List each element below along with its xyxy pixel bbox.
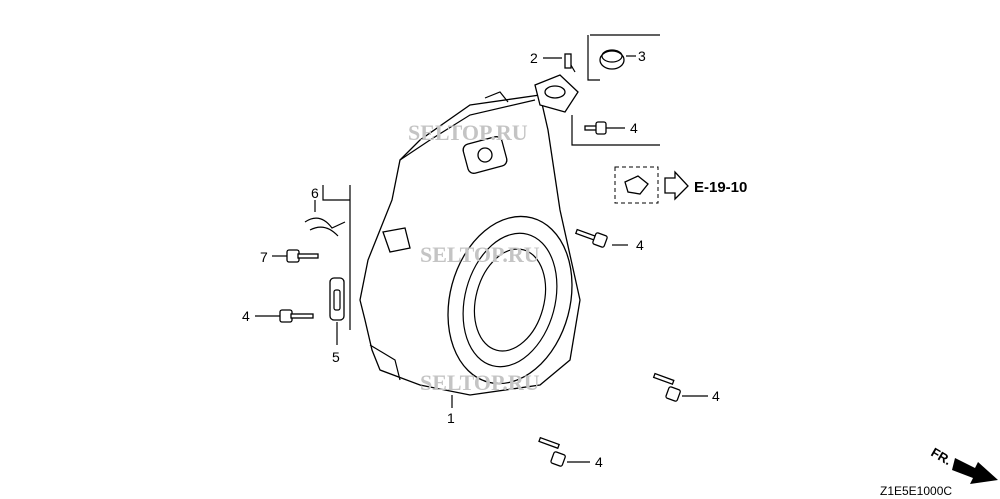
drawing-code: Z1E5E1000C — [880, 484, 952, 498]
callout-7: 7 — [260, 249, 268, 265]
flange-bolt — [652, 372, 681, 402]
watermark: SELTOP.RU — [420, 370, 540, 395]
arrow-icon — [664, 170, 689, 201]
flange-bolt — [279, 309, 314, 323]
reference-e-19-10[interactable]: E-19-10 — [614, 166, 747, 204]
callout-4: 4 — [595, 454, 603, 470]
flange-bolt — [538, 436, 566, 467]
callout-2: 2 — [530, 50, 538, 66]
reference-label[interactable]: E-19-10 — [694, 179, 747, 196]
callout-3: 3 — [638, 48, 646, 64]
front-direction-indicator: FR. — [929, 445, 998, 484]
front-label: FR. — [929, 445, 955, 468]
flange-bolt — [286, 249, 319, 263]
callout-4: 4 — [630, 120, 638, 136]
fan-cover — [359, 91, 581, 396]
callout-4: 4 — [712, 388, 720, 404]
callout-4: 4 — [242, 308, 250, 324]
callout-5: 5 — [332, 349, 340, 365]
callout-6: 6 — [311, 185, 319, 201]
switch-wire — [534, 53, 579, 113]
arrow-icon — [952, 458, 998, 484]
callout-4: 4 — [636, 237, 644, 253]
clip-icon — [624, 175, 649, 195]
callout-1: 1 — [447, 410, 455, 426]
wire-clamp — [329, 277, 345, 321]
flange-bolt — [584, 121, 607, 135]
flange-bolt — [574, 228, 608, 248]
clip — [304, 217, 346, 237]
grommet — [599, 49, 625, 70]
watermark: SELTOP.RU — [408, 120, 528, 145]
watermark: SELTOP.RU — [420, 242, 540, 267]
